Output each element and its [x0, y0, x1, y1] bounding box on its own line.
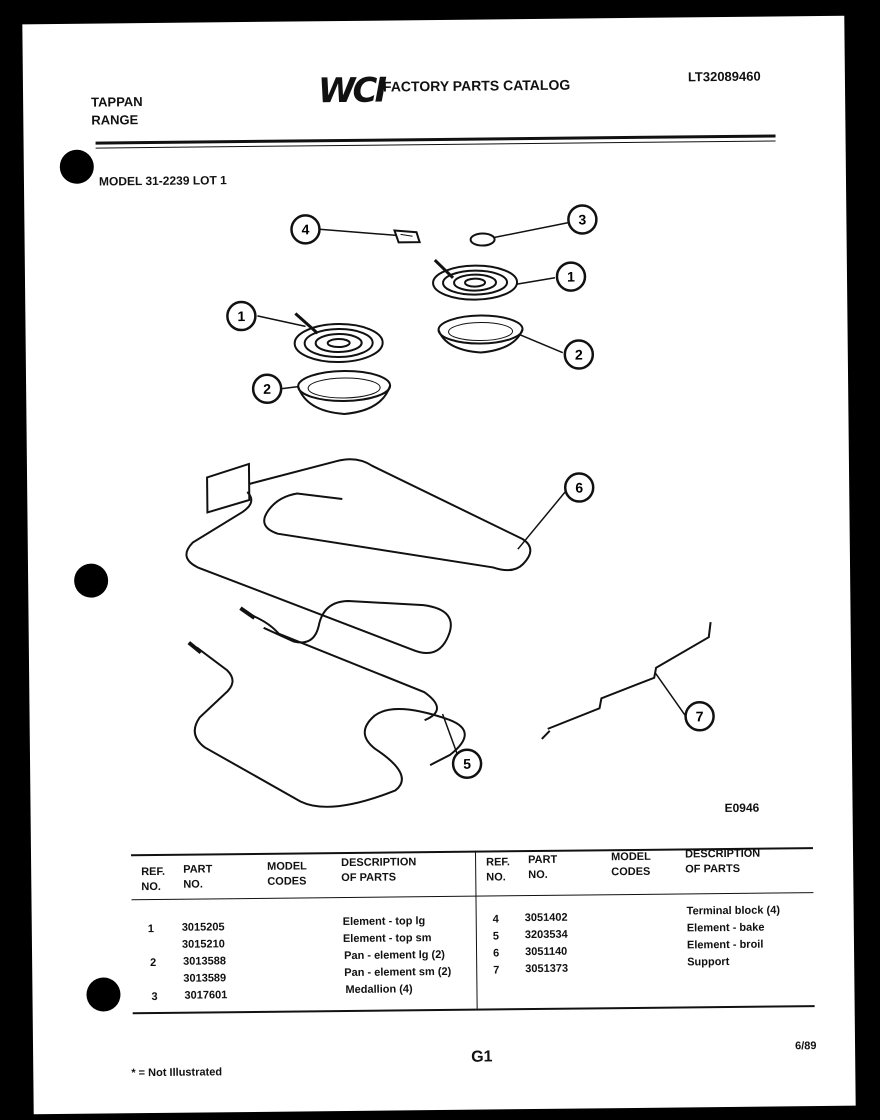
- table-cell-part: 3013588: [183, 955, 227, 968]
- table-cell-desc: Element - broil: [686, 938, 764, 952]
- broil-element-drawing: [185, 458, 532, 654]
- leader-lines: [257, 221, 688, 763]
- medallion-drawing: [469, 232, 496, 247]
- svg-text:4: 4: [301, 221, 309, 237]
- table-cell-desc: Support: [687, 955, 730, 969]
- table-cell-desc: Terminal block (4): [686, 904, 781, 918]
- table-cell-part: 3203534: [524, 928, 568, 942]
- table-bottom-rule: [132, 1005, 815, 1015]
- table-cell-desc: Medallion (4): [345, 983, 413, 997]
- table-cell-part: 3013589: [183, 972, 227, 985]
- print-date: 6/89: [794, 1040, 817, 1053]
- callout-3: 3: [567, 204, 598, 235]
- svg-text:6: 6: [575, 479, 583, 495]
- header-ref: REF.NO.: [141, 865, 166, 894]
- table-cell-ref: 4: [492, 913, 499, 926]
- callout-5: 5: [451, 748, 483, 779]
- callout-2-upper: 2: [563, 339, 595, 370]
- punch-hole: [86, 977, 121, 1012]
- callout-2-left: 2: [251, 373, 283, 405]
- element-small-drawing: [432, 258, 519, 301]
- svg-text:2: 2: [263, 381, 271, 397]
- table-header-rule: [131, 892, 814, 901]
- callout-1-upper: 1: [555, 261, 587, 292]
- svg-text:2: 2: [575, 346, 583, 362]
- bake-element-drawing: [187, 606, 466, 808]
- header-ref-right: REF.NO.: [486, 856, 511, 884]
- callout-1-left: 1: [226, 300, 257, 332]
- callout-4: 4: [290, 214, 321, 245]
- support-drawing: [541, 622, 712, 740]
- not-illustrated-note: * = Not Illustrated: [131, 1066, 223, 1080]
- table-cell-desc: Pan - element lg (2): [344, 948, 446, 963]
- table-cell-desc: Pan - element sm (2): [344, 965, 452, 980]
- table-cell-desc: Element - top lg: [342, 915, 426, 929]
- table-cell-ref: 5: [492, 930, 500, 943]
- table-cell-ref: 7: [493, 964, 500, 977]
- svg-text:1: 1: [567, 269, 575, 285]
- table-cell-part: 3017601: [184, 989, 228, 1002]
- svg-text:7: 7: [696, 708, 704, 724]
- table-cell-part: 3051402: [524, 911, 568, 925]
- table-cell-part: 3051140: [524, 945, 568, 959]
- catalog-page: TAPPAN RANGE WCI FACTORY PARTS CATALOG L…: [22, 15, 856, 1115]
- callout-6: 6: [563, 472, 595, 503]
- svg-text:1: 1: [237, 308, 245, 324]
- table-row: 1: [147, 923, 154, 936]
- table-cell-part: 3051373: [525, 962, 569, 976]
- table-cell-ref: 2: [150, 956, 157, 970]
- svg-text:3: 3: [578, 211, 586, 227]
- page-id: G1: [471, 1048, 493, 1066]
- element-large-drawing: [293, 312, 384, 364]
- table-cell-part: 3015210: [181, 938, 225, 951]
- callout-7: 7: [684, 701, 715, 732]
- table-cell-ref: 3: [151, 990, 158, 1004]
- drawing-code: E0946: [724, 800, 760, 816]
- table-cell-ref: 6: [493, 947, 500, 960]
- table-cell-desc: Element - bake: [686, 921, 765, 935]
- table-cell-part: 3015205: [181, 921, 225, 934]
- terminal-block-drawing: [393, 229, 421, 244]
- svg-text:5: 5: [463, 756, 471, 772]
- table-divider: [474, 850, 478, 1009]
- pan-small-drawing: [437, 314, 524, 354]
- pan-large-drawing: [297, 369, 392, 415]
- exploded-parts-diagram: 4 3 1 1 2 2 6 7: [185, 204, 715, 808]
- table-cell-desc: Element - top sm: [342, 932, 432, 946]
